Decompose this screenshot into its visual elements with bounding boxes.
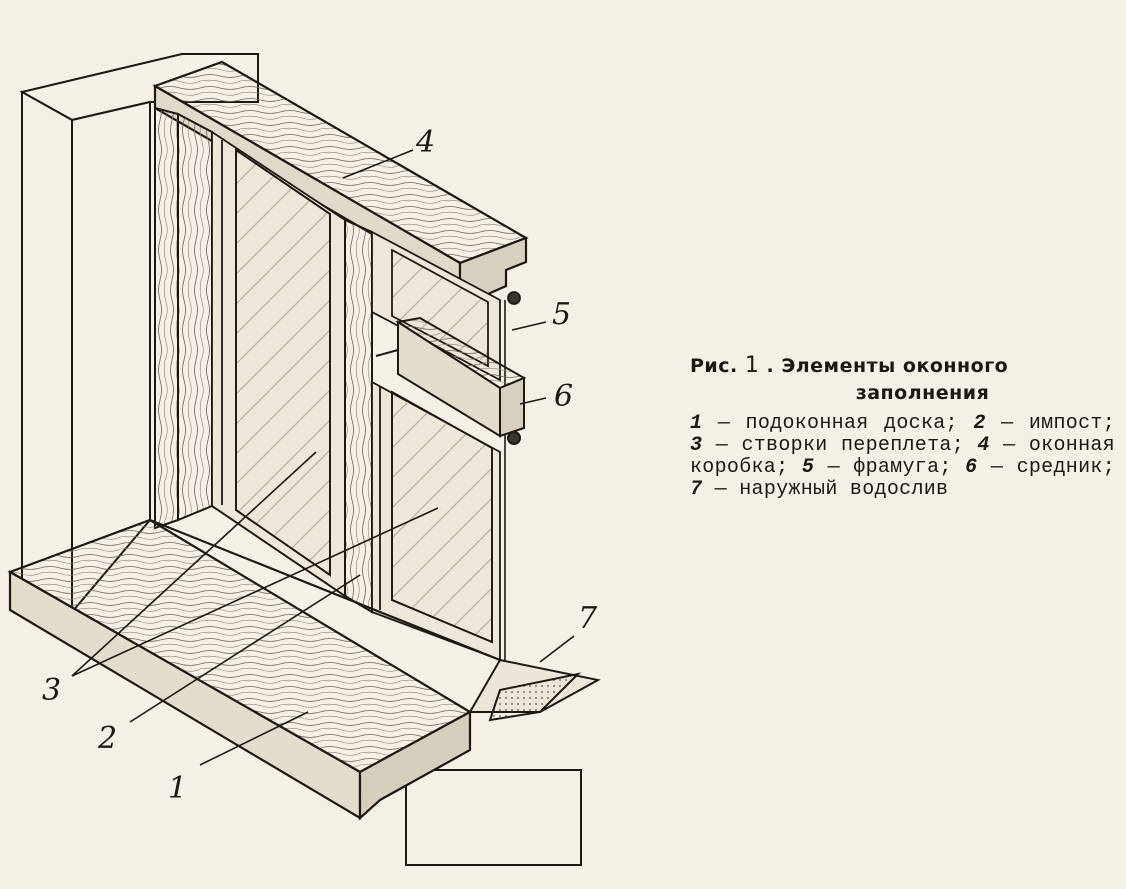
caption-prefix: Рис. (690, 355, 738, 377)
callout-1: 1 (168, 771, 187, 806)
caption-title-line2: заполнения (855, 382, 990, 404)
sash-right (371, 380, 501, 662)
outer-drip (468, 658, 601, 722)
caption-sep: . (766, 355, 775, 377)
legend-text: средник (1016, 456, 1103, 479)
window-box-jamb (154, 106, 213, 530)
legend-num: 7 (690, 478, 703, 501)
legend-text: импост (1028, 412, 1103, 435)
window-box-top (152, 60, 529, 296)
caption-legend: 1 — подоконная доска; 2 — импост; 3 — ст… (690, 412, 1115, 501)
window-sill (7, 518, 501, 821)
leader-lines (71, 149, 575, 766)
callout-6: 6 (554, 379, 573, 414)
legend-num: 3 (690, 434, 703, 457)
callout-7: 7 (578, 601, 598, 636)
caption-title-line1: Элементы оконного (781, 355, 1009, 377)
figure-caption: Рис. 1 . Элементы оконного заполнения 1 … (690, 352, 1115, 501)
callout-3: 3 (42, 673, 61, 708)
legend-text: подоконная доска (745, 412, 946, 435)
sash-left (211, 130, 346, 598)
legend-text: фрамуга (853, 456, 940, 479)
legend-num: 1 (690, 412, 703, 435)
callout-5: 5 (552, 297, 571, 332)
legend-num: 6 (965, 456, 978, 479)
callout-4: 4 (415, 125, 435, 160)
legend-text: наружный водослив (739, 478, 949, 501)
legend-num: 4 (977, 434, 990, 457)
impost (344, 218, 373, 614)
callout-2: 2 (97, 721, 117, 756)
legend-text: оконная коробка (690, 434, 1115, 479)
legend-num: 2 (973, 412, 986, 435)
mullion (375, 316, 527, 445)
legend-text: створки переплета (741, 434, 952, 457)
caption-title: Рис. 1 . Элементы оконного заполнения (690, 352, 1115, 407)
caption-number: 1 (744, 353, 760, 378)
legend-num: 5 (801, 456, 815, 479)
